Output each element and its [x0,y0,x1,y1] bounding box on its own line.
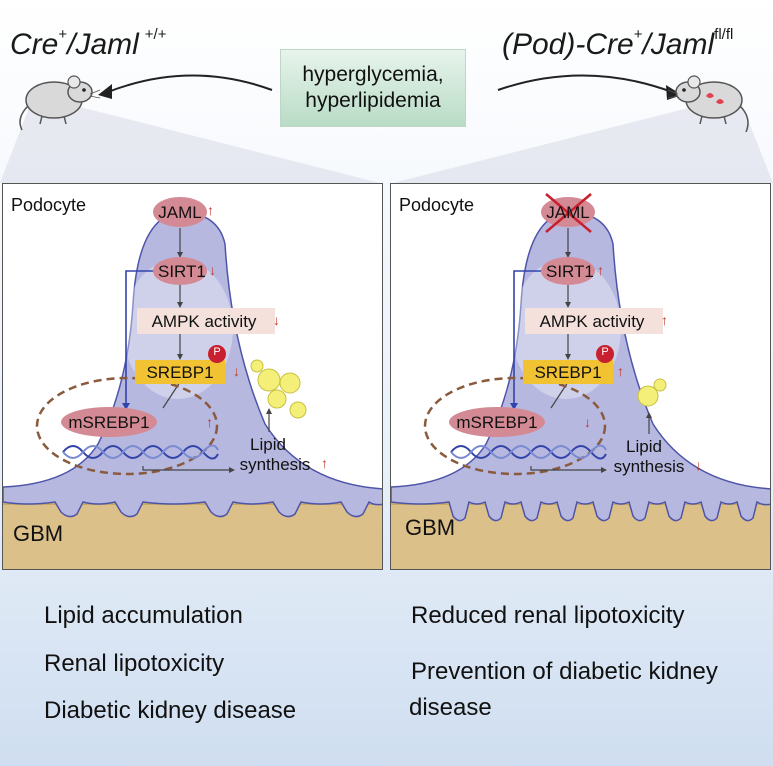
sirt1-label: SIRT1 [158,262,206,281]
ampk-down-arrow: ↓ [273,312,280,328]
msrebp1-down-arrow: ↓ [584,414,591,430]
lipid-label: Lipid [250,435,286,454]
ampk-up-arrow: ↑ [661,312,668,328]
ampk-label: AMPK activity [539,312,645,331]
synthesis-label: synthesis [613,457,685,476]
lipid-synthesis-up-arrow: ↑ [321,455,328,471]
phospho-label: P [213,346,221,358]
ampk-label: AMPK activity [151,312,257,331]
control-mouse-icon [19,75,101,131]
left-podocyte-panel: Podocyte JAML ↑ SIRT1 ↓ AMPK activity ↓ … [2,183,383,570]
outcome-left-2: Renal lipotoxicity [44,650,225,677]
srebp1-label: SREBP1 [146,363,214,382]
lipid-synthesis-down-arrow: ↓ [695,457,702,473]
phospho-label: P [601,346,609,358]
knockout-mouse-icon [668,75,749,132]
jaml-label: JAML [546,203,590,222]
control-mouse-title: Cre+/Jaml+/+ [10,26,167,61]
srebp1-down-arrow: ↓ [233,363,240,379]
jaml-up-arrow: ↑ [207,202,214,218]
stimulus-line-1: hyperglycemia, [302,62,444,86]
lipid-label: Lipid [626,437,662,456]
podocyte-label: Podocyte [399,195,475,215]
stimulus-line-2: hyperlipidemia [305,89,441,112]
srebp1-up-arrow: ↑ [617,363,624,379]
sirt1-label: SIRT1 [546,262,594,281]
sirt1-down-arrow: ↓ [209,262,216,278]
left-podocyte-diagram [3,197,382,569]
sirt1-up-arrow: ↑ [597,262,604,278]
gbm-label: GBM [405,515,456,540]
outcome-left-3: Diabetic kidney disease [44,697,297,724]
outcome-right-1: Reduced renal lipotoxicity [411,602,685,629]
outcome-right-2: Prevention of diabetic kidney [411,658,718,685]
synthesis-label: synthesis [239,455,311,474]
background-beams [0,74,773,183]
msrebp1-label: mSREBP1 [456,413,538,432]
msrebp1-up-arrow: ↑ [206,414,213,430]
jaml-label: JAML [158,203,202,222]
podocyte-label: Podocyte [11,195,87,215]
msrebp1-label: mSREBP1 [68,413,150,432]
srebp1-label: SREBP1 [534,363,602,382]
outcome-right-3: disease [409,694,492,721]
gbm-label: GBM [13,521,64,546]
outcome-left-1: Lipid accumulation [44,602,243,629]
right-podocyte-panel: Podocyte JAML SIRT1 ↑ AMPK activity ↑ SR… [390,183,771,570]
right-podocyte-diagram [391,193,770,569]
knockout-mouse-title: (Pod)-Cre+/Jamlfl/fl [502,26,734,61]
stimulus-box: hyperglycemia, hyperlipidemia [280,49,466,127]
